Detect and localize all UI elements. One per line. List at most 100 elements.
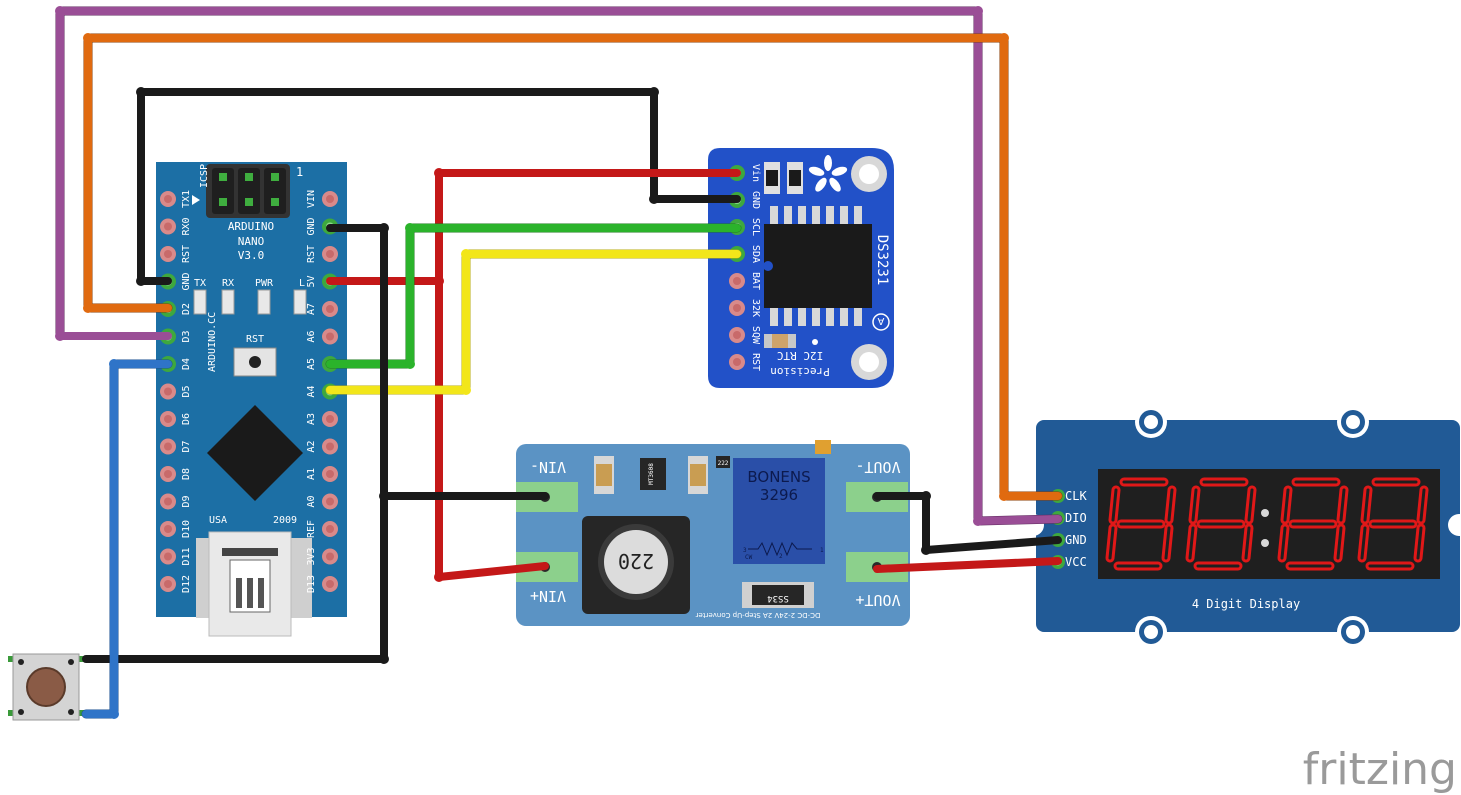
icsp-label: ICSP xyxy=(199,164,210,188)
digit-1 xyxy=(1105,477,1177,571)
nano-pin-label: D11 xyxy=(181,547,192,565)
rtc-pin-label: SQW xyxy=(750,326,761,345)
rtc-chip-label: DS3231 xyxy=(874,235,890,286)
flower-logo-icon xyxy=(808,155,848,192)
rtc-chip xyxy=(763,206,872,326)
pin1-mark: 1 xyxy=(296,165,303,179)
nano-pin-label: A6 xyxy=(306,330,317,342)
trimmer-potentiometer[interactable] xyxy=(733,458,825,564)
rtc-subtitle-1: Precision xyxy=(770,365,830,378)
digit-4 xyxy=(1357,477,1429,571)
trimmer-screw[interactable] xyxy=(815,440,831,454)
colon-dot-top xyxy=(1261,509,1269,517)
wire-red-vout-plus xyxy=(873,557,1062,573)
rtc-module: DS3231 A I2C RTC Precision VinGNDSCLSDAB… xyxy=(708,148,894,388)
board-version: V3.0 xyxy=(238,249,265,262)
digit-3 xyxy=(1277,477,1349,571)
nano-pin-label: A2 xyxy=(306,440,317,452)
led-label-tx: TX xyxy=(194,278,206,289)
nano-pin-label: REF xyxy=(306,520,317,538)
rtc-pin-label: SCL xyxy=(750,218,761,236)
led-rx xyxy=(221,289,235,315)
diode-label: SS34 xyxy=(767,593,789,603)
nano-pin-label: GND xyxy=(306,217,317,235)
resistor xyxy=(716,456,730,468)
nano-pin-label: D2 xyxy=(181,303,192,315)
rtc-pin-label: BAT xyxy=(750,272,761,290)
usb-connector xyxy=(196,531,312,637)
nano-pin-label: A3 xyxy=(306,413,317,425)
led-pwr xyxy=(257,289,271,315)
nano-pin-label: A4 xyxy=(306,385,317,397)
display-pin-label: DIO xyxy=(1065,511,1087,525)
nano-pin-label: TX1 xyxy=(181,190,192,208)
vin-minus-label: VIN- xyxy=(530,458,566,476)
site-label: ARDUINO.CC xyxy=(207,312,218,372)
led-label-rx: RX xyxy=(222,278,234,289)
converter-description: DC-DC 2-24V 2A Step-Up Converter xyxy=(695,611,820,619)
boost-ic xyxy=(640,458,666,490)
nano-pin-label: D4 xyxy=(181,358,192,370)
digit-group xyxy=(1105,477,1429,571)
board-name-1: ARDUINO xyxy=(228,220,274,233)
colon-dot-bottom xyxy=(1261,539,1269,547)
arduino-nano: ICSP 1 ARDUINO NANO V3.0 TX RX PWR L ARD… xyxy=(156,162,347,637)
wire-black-gnd xyxy=(82,224,388,663)
nano-pin-label: A5 xyxy=(306,358,317,370)
led-tx xyxy=(193,289,207,315)
display-label: 4 Digit Display xyxy=(1192,597,1300,611)
nano-pin-label: D8 xyxy=(181,468,192,480)
nano-pin-label: GND xyxy=(181,272,192,290)
trim-pin-1: 1 xyxy=(820,547,824,554)
led-label-pwr: PWR xyxy=(255,278,274,289)
a-badge-letter: A xyxy=(877,315,884,326)
nano-pin-label: D3 xyxy=(181,330,192,342)
wire-yellow-sda xyxy=(326,250,741,394)
converter-module: VIN- VIN+ VOUT- VOUT+ MT3608 222 BONENS … xyxy=(516,440,910,626)
nano-pin-label: RST xyxy=(306,245,317,263)
brand-label: BONENS xyxy=(747,468,810,486)
vout-plus-label: VOUT+ xyxy=(855,591,900,609)
wire-green-scl xyxy=(326,224,741,368)
inductor-label: 220 xyxy=(618,549,654,573)
nano-pin-label: A7 xyxy=(306,303,317,315)
nano-pin-label: D9 xyxy=(181,495,192,507)
nano-pin-label: VIN xyxy=(306,190,317,208)
led-label-l: L xyxy=(299,278,305,289)
trimmer-label: 3296 xyxy=(760,486,798,504)
arrow-icon xyxy=(192,195,200,205)
nano-pin-label: D12 xyxy=(181,575,192,593)
nano-pin-label: A0 xyxy=(306,495,317,507)
button-cap[interactable] xyxy=(26,667,66,707)
board-name-2: NANO xyxy=(238,235,265,248)
wire-black-vout-minus xyxy=(873,492,1062,554)
nano-pin-label: 5V xyxy=(306,275,317,287)
led-row: TX RX PWR L xyxy=(193,278,307,315)
mount-hole xyxy=(1144,415,1158,429)
rtc-pin-label: 32K xyxy=(750,299,761,317)
display-pin-label: GND xyxy=(1065,533,1087,547)
trim-cw: CW xyxy=(745,554,753,561)
mcu-chip xyxy=(207,405,303,501)
rtc-pin-label: Vin xyxy=(750,164,761,182)
led-l xyxy=(293,289,307,315)
digit-2 xyxy=(1185,477,1257,571)
vout-minus-label: VOUT- xyxy=(855,458,900,476)
rtc-pin-label: GND xyxy=(750,191,761,209)
year-label: 2009 xyxy=(273,515,297,526)
wire-red-vin xyxy=(435,169,741,581)
reset-button-cap[interactable] xyxy=(249,356,261,368)
fritzing-watermark: fritzing xyxy=(1303,744,1457,795)
nano-pin-label: D10 xyxy=(181,520,192,538)
push-button[interactable] xyxy=(8,653,84,721)
nano-pin-label: 3V3 xyxy=(306,547,317,565)
vin-plus-label: VIN+ xyxy=(530,587,566,605)
mount-hole xyxy=(1346,415,1360,429)
mount-hole xyxy=(1346,625,1360,639)
resistor-label: 222 xyxy=(718,460,729,467)
a-badge xyxy=(872,313,890,331)
nano-pin-label: D7 xyxy=(181,440,192,452)
nano-pin-label: D13 xyxy=(306,575,317,593)
